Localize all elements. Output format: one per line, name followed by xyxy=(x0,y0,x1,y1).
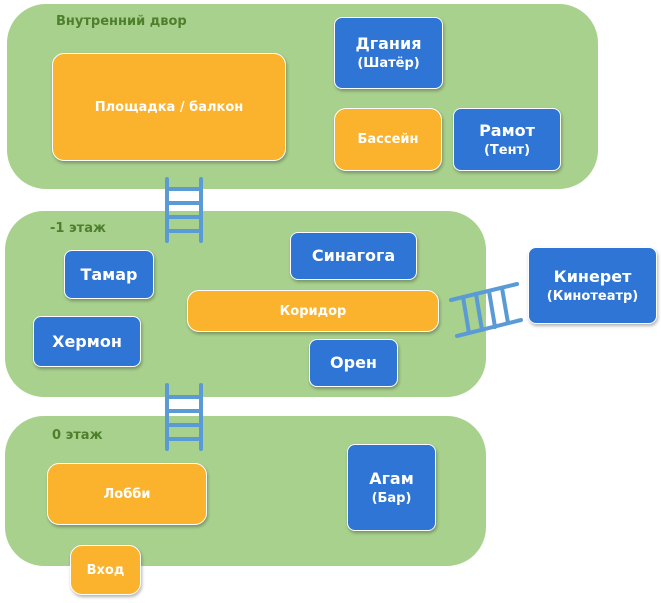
room-kinneret: Кинерет (Кинотеатр) xyxy=(528,247,657,324)
entrance-label: Вход xyxy=(86,562,125,578)
entrance-area: Вход xyxy=(70,545,141,595)
room-synagogue-name: Синагога xyxy=(311,246,396,265)
room-degania: Дгания (Шатёр) xyxy=(334,17,443,89)
room-tamar: Тамар xyxy=(64,250,154,299)
balcony-label: Площадка / балкон xyxy=(94,99,244,115)
room-degania-name: Дгания xyxy=(355,34,422,53)
room-oren: Орен xyxy=(309,339,398,387)
room-hermon-name: Хермон xyxy=(52,331,122,351)
room-agam: Агам (Бар) xyxy=(347,444,436,531)
balcony-area: Площадка / балкон xyxy=(52,53,286,161)
ladder-icon xyxy=(165,177,203,243)
ladder-icon xyxy=(165,383,203,451)
zone-title-courtyard: Внутренний двор xyxy=(56,14,187,29)
room-agam-sub: (Бар) xyxy=(371,490,412,506)
room-kinneret-name: Кинерет xyxy=(553,266,632,286)
zone-title-floor-0: 0 этаж xyxy=(52,428,103,443)
room-ramot-sub: (Тент) xyxy=(483,142,531,158)
pool-label: Бассейн xyxy=(357,132,419,147)
room-degania-sub: (Шатёр) xyxy=(357,56,420,71)
ladder-icon xyxy=(449,282,523,338)
room-kinneret-sub: (Кинотеатр) xyxy=(546,288,639,304)
lobby-label: Лобби xyxy=(103,486,151,502)
room-synagogue: Синагога xyxy=(290,232,417,280)
room-hermon: Хермон xyxy=(33,316,141,367)
room-ramot: Рамот (Тент) xyxy=(453,108,561,171)
room-tamar-name: Тамар xyxy=(80,264,138,284)
pool-area: Бассейн xyxy=(334,108,442,171)
lobby-area: Лобби xyxy=(47,463,207,525)
corridor-label: Коридор xyxy=(279,303,347,319)
room-agam-name: Агам xyxy=(369,468,414,488)
room-ramot-name: Рамот xyxy=(479,120,535,140)
room-oren-name: Орен xyxy=(330,353,377,372)
zone-title-floor-minus1: -1 этаж xyxy=(50,221,106,236)
corridor-area: Коридор xyxy=(187,290,439,332)
